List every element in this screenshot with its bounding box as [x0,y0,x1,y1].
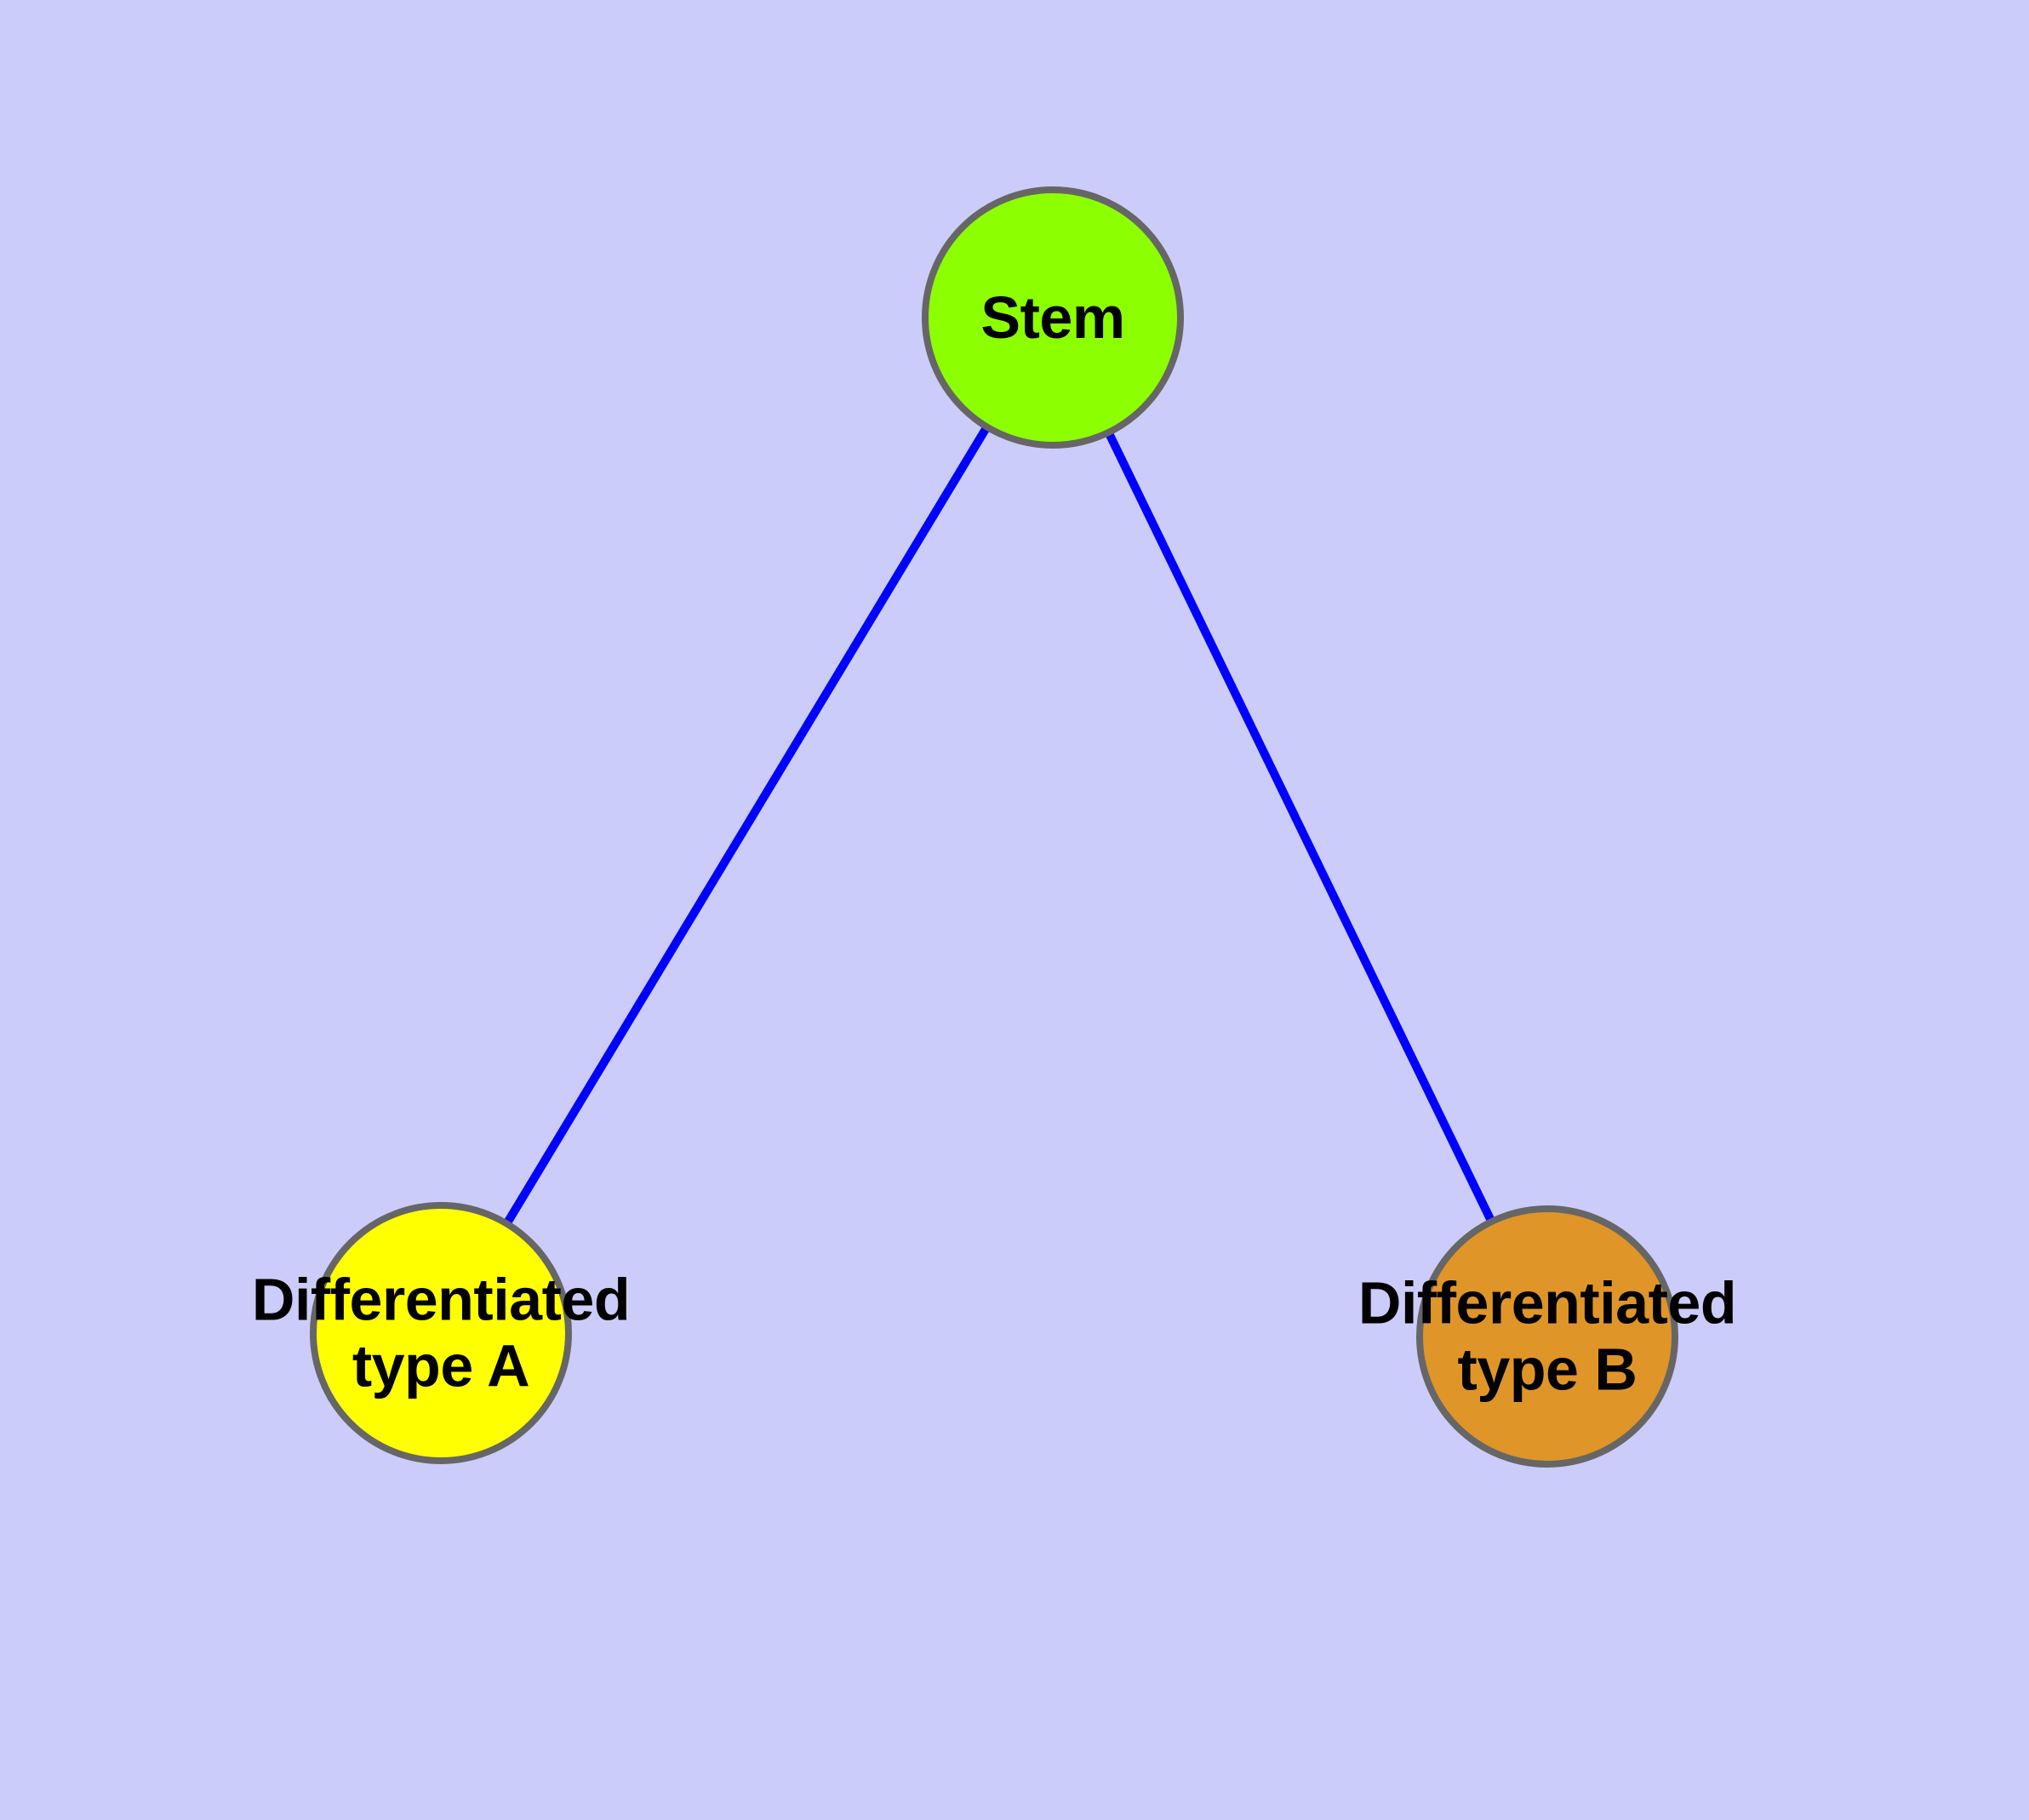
graph-edge-stem-to-diff-a [437,315,1057,1336]
edge-layer [437,315,1552,1339]
node-layer [310,186,1678,1468]
graph-node-diff-b[interactable] [1416,1205,1678,1468]
graph-edge-stem-to-diff-b [1049,315,1552,1339]
graph-node-stem[interactable] [922,186,1184,449]
graph-node-diff-a[interactable] [310,1202,572,1464]
